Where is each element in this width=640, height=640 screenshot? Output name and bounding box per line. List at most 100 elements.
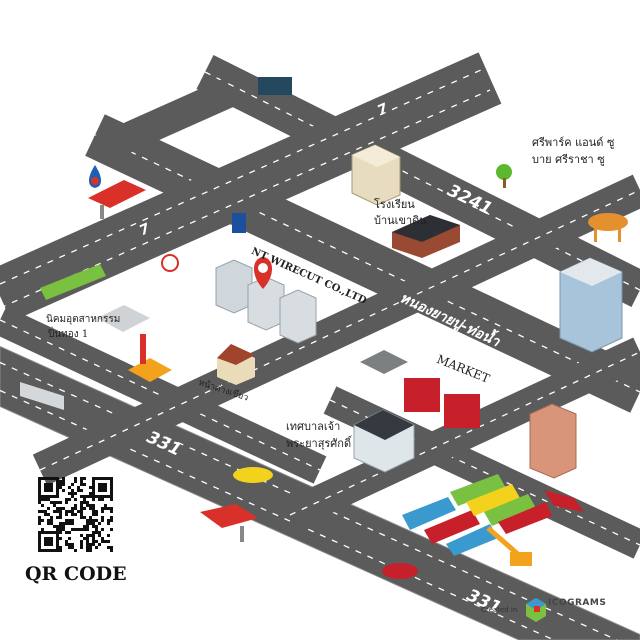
qr-module bbox=[59, 546, 62, 549]
qr-module bbox=[41, 510, 44, 513]
qr-module bbox=[68, 498, 71, 501]
school-tower bbox=[351, 144, 401, 206]
qr-module bbox=[95, 477, 98, 480]
qr-module bbox=[59, 480, 62, 483]
qr-module bbox=[101, 477, 104, 480]
qr-module bbox=[110, 495, 113, 498]
qr-module bbox=[47, 483, 50, 486]
qr-module bbox=[98, 477, 101, 480]
qr-module bbox=[71, 543, 74, 546]
qr-module bbox=[107, 546, 110, 549]
qr-module bbox=[53, 525, 56, 528]
qr-module bbox=[83, 501, 86, 504]
qr-module bbox=[44, 498, 47, 501]
qr-module bbox=[95, 546, 98, 549]
qr-module bbox=[50, 477, 53, 480]
qr-module bbox=[44, 483, 47, 486]
qr-module bbox=[38, 495, 41, 498]
qr-module bbox=[101, 528, 104, 531]
icograms-logo-icon bbox=[526, 598, 546, 622]
qr-module bbox=[101, 498, 104, 501]
qr-module bbox=[92, 522, 95, 525]
qr-module bbox=[83, 507, 86, 510]
qr-module bbox=[62, 489, 65, 492]
qr-module bbox=[107, 534, 110, 537]
qr-module bbox=[44, 486, 47, 489]
qr-module bbox=[104, 483, 107, 486]
qr-module bbox=[86, 501, 89, 504]
qr-module bbox=[65, 513, 68, 516]
qr-module bbox=[89, 519, 92, 522]
qr-module bbox=[38, 498, 41, 501]
qr-module bbox=[38, 489, 41, 492]
qr-module bbox=[80, 516, 83, 519]
qr-module bbox=[95, 510, 98, 513]
qr-module bbox=[62, 477, 65, 480]
qr-module bbox=[110, 528, 113, 531]
qr-module bbox=[50, 543, 53, 546]
qr-module bbox=[110, 546, 113, 549]
zoo-label-1: ศรีพาร์ค แอนด์ ซู bbox=[532, 136, 615, 149]
qr-module bbox=[86, 540, 89, 543]
qr-module bbox=[92, 525, 95, 528]
factory bbox=[97, 305, 172, 382]
qr-module bbox=[83, 537, 86, 540]
qr-module bbox=[71, 510, 74, 513]
qr-module bbox=[38, 543, 41, 546]
qr-module bbox=[56, 489, 59, 492]
truck-top bbox=[258, 77, 292, 95]
qr-module bbox=[65, 543, 68, 546]
qr-module bbox=[50, 489, 53, 492]
qr-module bbox=[86, 546, 89, 549]
qr-module bbox=[38, 537, 41, 540]
municipality-building bbox=[353, 409, 415, 473]
qr-module bbox=[80, 477, 83, 480]
qr-module bbox=[110, 519, 113, 522]
tree bbox=[496, 164, 512, 188]
qr-module bbox=[53, 495, 56, 498]
qr-module bbox=[110, 477, 113, 480]
qr-module bbox=[38, 516, 41, 519]
qr-module bbox=[41, 504, 44, 507]
qr-module bbox=[71, 522, 74, 525]
qr-module bbox=[56, 477, 59, 480]
qr-module bbox=[41, 477, 44, 480]
qr-module bbox=[53, 504, 56, 507]
qr-module bbox=[80, 504, 83, 507]
qr-module bbox=[44, 495, 47, 498]
qr-module bbox=[86, 504, 89, 507]
qr-module bbox=[65, 510, 68, 513]
qr-module bbox=[50, 501, 53, 504]
qr-module bbox=[80, 507, 83, 510]
qr-module bbox=[83, 516, 86, 519]
qr-module bbox=[89, 495, 92, 498]
qr-module bbox=[104, 504, 107, 507]
qr-module bbox=[56, 516, 59, 519]
qr-module bbox=[80, 534, 83, 537]
qr-module bbox=[80, 501, 83, 504]
qr-module bbox=[101, 495, 104, 498]
qr-module bbox=[92, 486, 95, 489]
qr-module bbox=[80, 480, 83, 483]
road-main bbox=[85, 114, 640, 413]
qr-module bbox=[77, 510, 80, 513]
qr-module bbox=[59, 531, 62, 534]
qr-module bbox=[71, 495, 74, 498]
qr-module bbox=[41, 531, 44, 534]
qr-module bbox=[44, 477, 47, 480]
qr-label: QR CODE bbox=[25, 563, 127, 585]
qr-module bbox=[95, 519, 98, 522]
qr-module bbox=[50, 483, 53, 486]
qr-code[interactable] bbox=[38, 477, 113, 552]
qr-module bbox=[101, 486, 104, 489]
industrial-label-1: นิคมอุตสาหกรรม bbox=[46, 314, 121, 325]
qr-module bbox=[47, 543, 50, 546]
fuel-drop-icon bbox=[88, 165, 102, 188]
qr-module bbox=[110, 489, 113, 492]
location-pin-icon[interactable] bbox=[253, 257, 273, 289]
qr-module bbox=[44, 489, 47, 492]
qr-module bbox=[50, 522, 53, 525]
qr-module bbox=[68, 537, 71, 540]
qr-module bbox=[80, 543, 83, 546]
crane bbox=[486, 526, 532, 566]
